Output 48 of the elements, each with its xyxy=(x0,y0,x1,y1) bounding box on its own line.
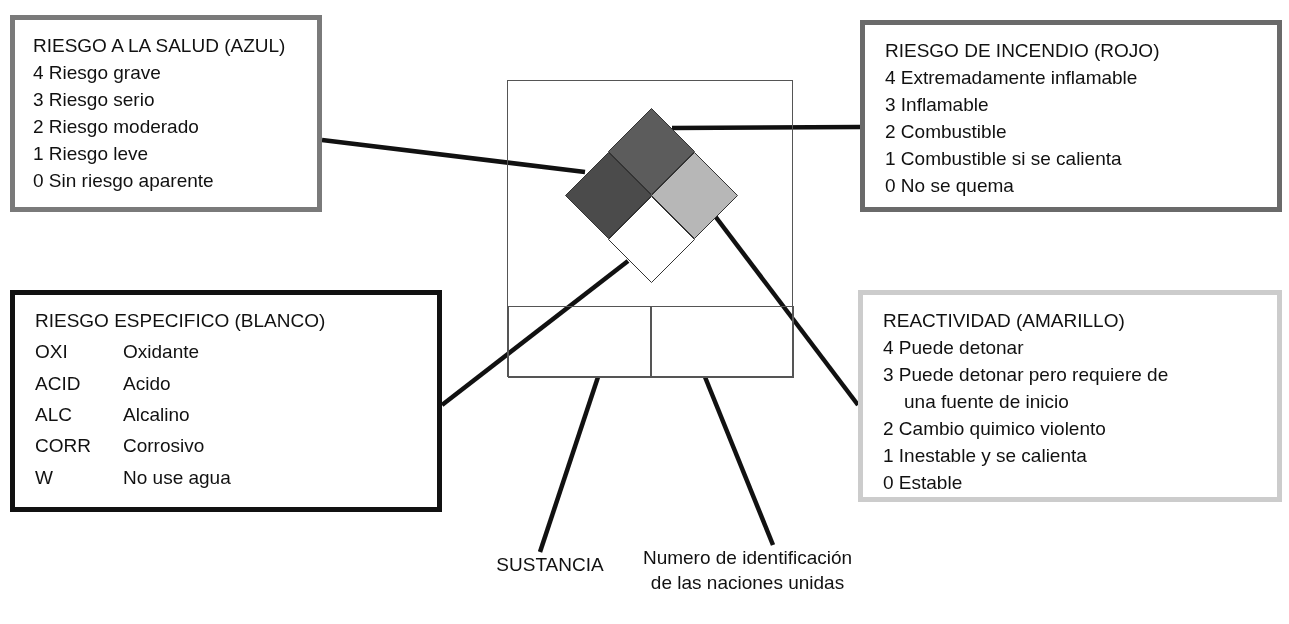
list-item: 1 Combustible si se calienta xyxy=(885,147,1123,171)
list-item: 0 Sin riesgo aparente xyxy=(33,169,215,193)
hazard-diamond xyxy=(564,151,652,239)
hazard-diamond xyxy=(607,107,695,195)
leader-line xyxy=(440,259,630,407)
box-heading: RIESGO A LA SALUD (AZUL) xyxy=(33,34,287,58)
list-item: 3 Riesgo serio xyxy=(33,88,156,112)
info-box xyxy=(10,15,322,212)
placard-cell xyxy=(651,306,794,378)
code-meaning: Corrosivo xyxy=(123,434,206,459)
info-box xyxy=(858,290,1282,502)
list-item: 3 Inflamable xyxy=(885,93,990,117)
box-heading: REACTIVIDAD (AMARILLO) xyxy=(883,309,1126,333)
list-item: 3 Puede detonar pero requiere de una fuente de inicio xyxy=(883,363,1170,414)
box-heading: RIESGO ESPECIFICO (BLANCO) xyxy=(35,309,327,333)
code-meaning: Oxidante xyxy=(123,340,201,365)
list-item: 0 No se quema xyxy=(885,174,1015,198)
caption-label: Numero de identificación de las naciones unidas xyxy=(635,545,860,600)
list-item: 4 Riesgo grave xyxy=(33,61,162,85)
code-label: W xyxy=(35,465,54,490)
hazard-diamond xyxy=(650,151,738,239)
list-item: 4 Puede detonar xyxy=(883,336,1025,360)
list-item: 1 Inestable y se calienta xyxy=(883,444,1088,468)
code-meaning: Acido xyxy=(123,371,172,396)
leader-line xyxy=(702,376,776,546)
leader-line xyxy=(672,124,860,131)
caption-label: SUSTANCIA xyxy=(485,552,615,580)
code-label: ACID xyxy=(35,371,82,396)
list-item: 0 Estable xyxy=(883,471,964,495)
placard-cell xyxy=(508,306,651,378)
box-heading: RIESGO DE INCENDIO (ROJO) xyxy=(885,39,1161,63)
placard-frame xyxy=(507,80,793,377)
list-item: 1 Riesgo leve xyxy=(33,142,150,166)
leader-line xyxy=(713,214,860,407)
hazard-diamond xyxy=(607,195,695,283)
leader-line xyxy=(321,137,586,175)
list-item: 2 Riesgo moderado xyxy=(33,115,200,139)
code-meaning: No use agua xyxy=(123,465,232,490)
code-label: OXI xyxy=(35,340,69,365)
leader-line xyxy=(537,376,601,553)
code-meaning: Alcalino xyxy=(123,403,191,427)
info-box xyxy=(10,290,442,512)
code-label: CORR xyxy=(35,434,92,459)
list-item: 2 Cambio quimico violento xyxy=(883,417,1107,441)
code-label: ALC xyxy=(35,403,73,427)
info-box xyxy=(860,20,1282,212)
list-item: 2 Combustible xyxy=(885,120,1008,144)
list-item: 4 Extremadamente inflamable xyxy=(885,66,1139,90)
